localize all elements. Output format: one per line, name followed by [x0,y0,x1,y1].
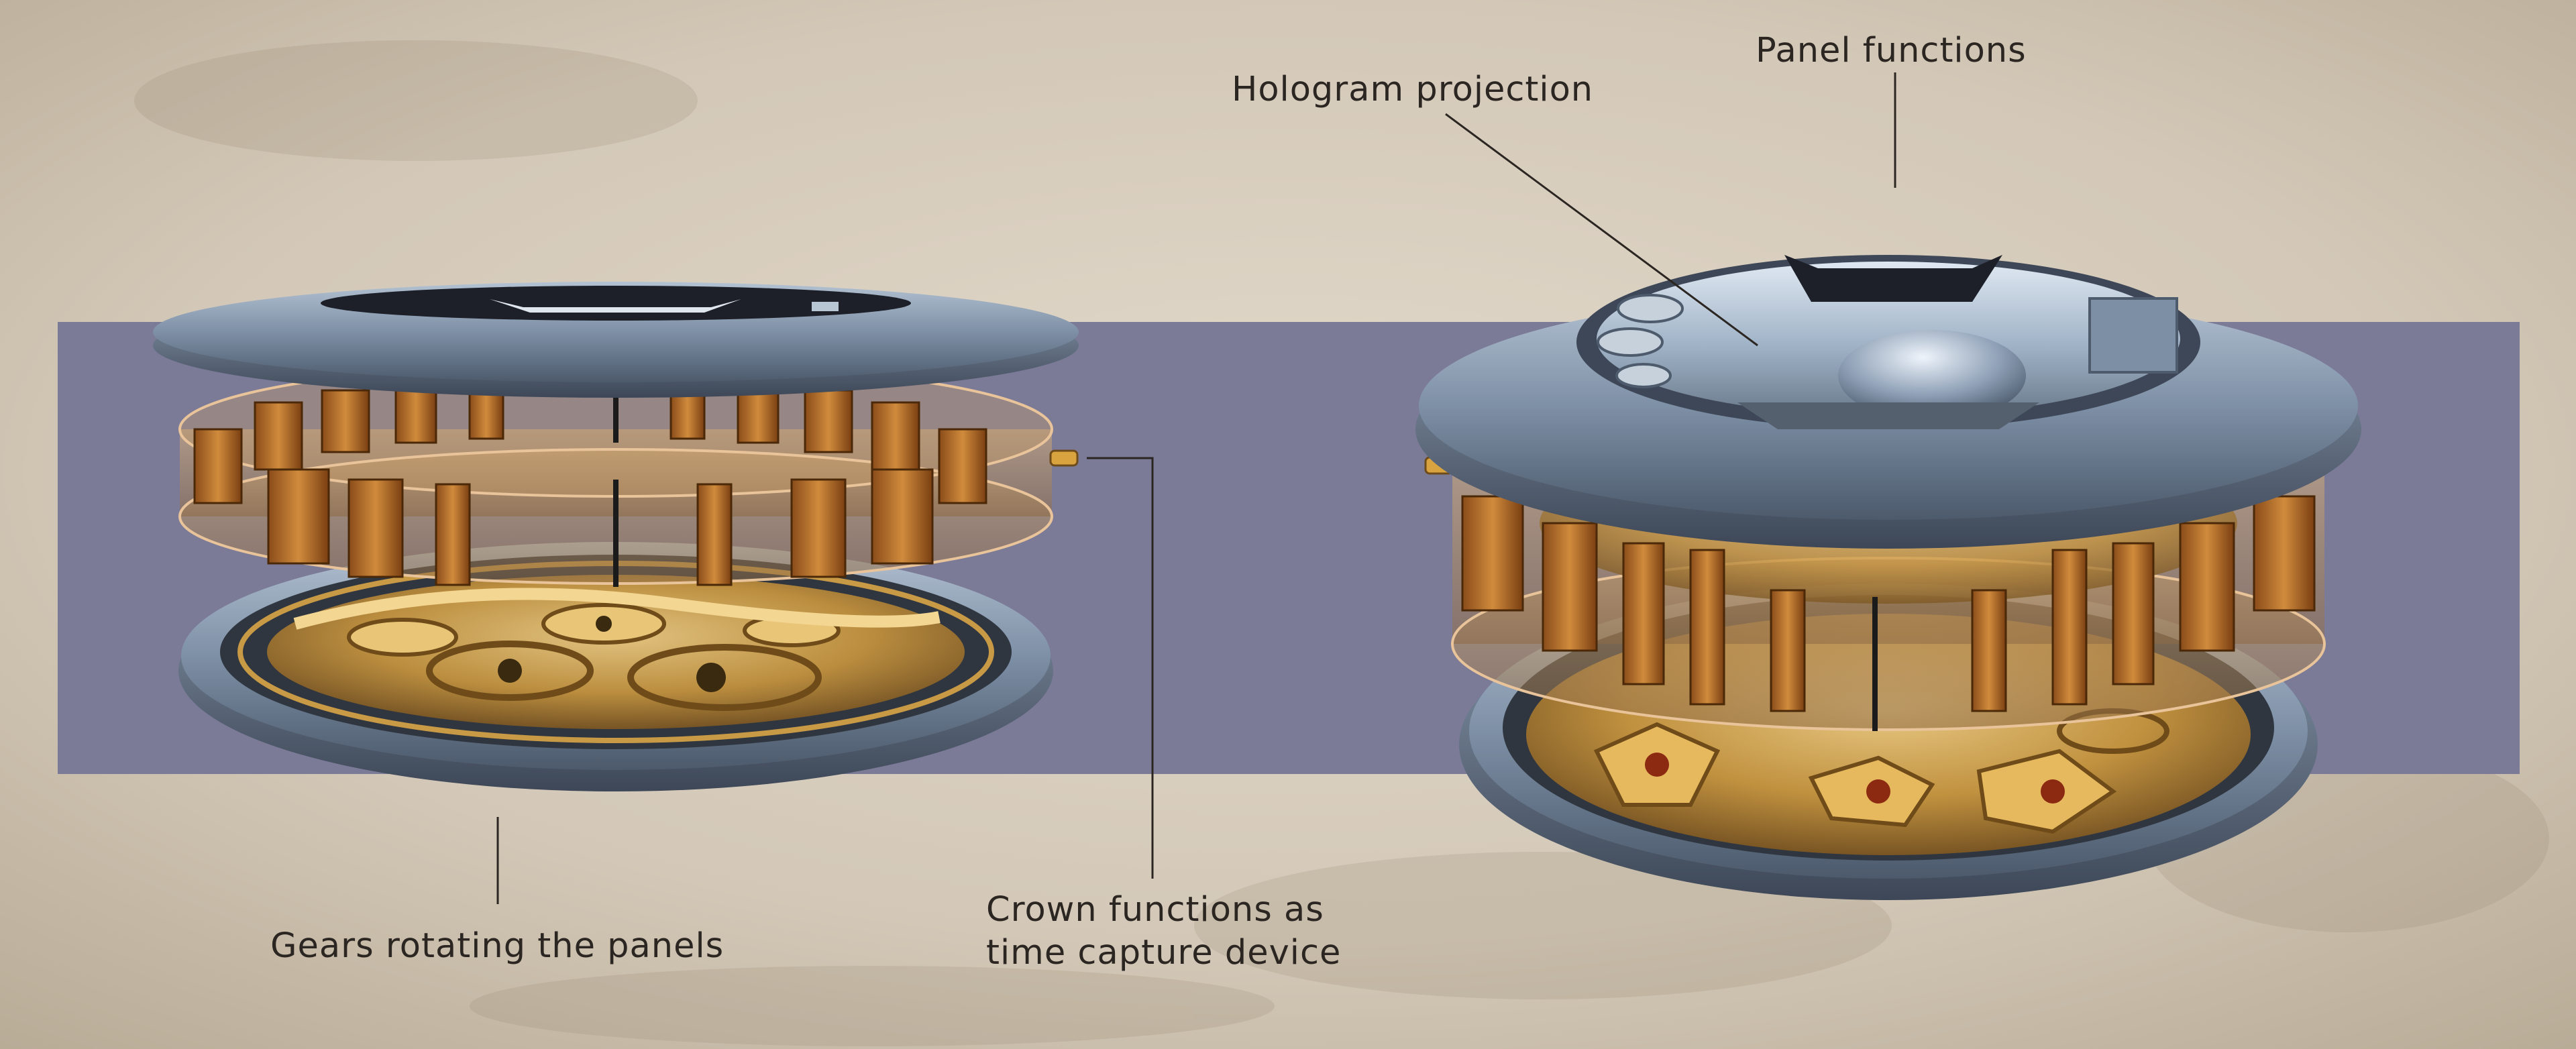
left-top-bezel [153,282,1079,398]
callout-hologram-projection: Hologram projection [1232,68,1593,111]
left-crown [1051,451,1077,465]
callout-gears-rotating: Gears rotating the panels [270,925,724,968]
callout-crown-line-2: time capture device [986,932,1341,975]
right-assembled-device [1415,255,2361,900]
left-exploded-device [153,282,1079,791]
callout-crown-functions: Crown functions as time capture device [986,889,1341,975]
callout-panel-functions: Panel functions [1756,30,2027,72]
callout-crown-line-1: Crown functions as [986,889,1341,932]
left-gear-movement [267,575,965,729]
